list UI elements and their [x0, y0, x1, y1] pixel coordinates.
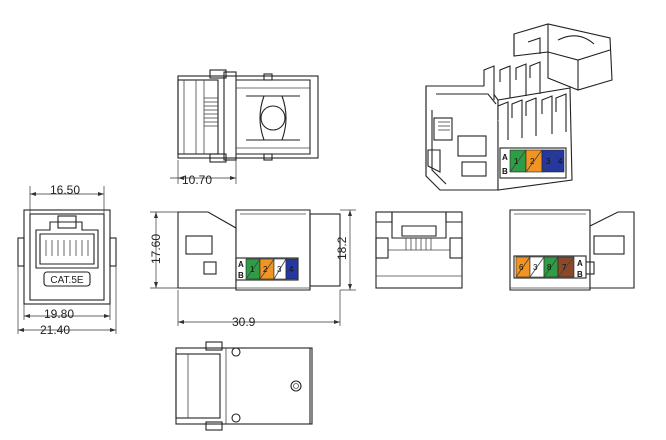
side-pin-4: 4 — [289, 265, 294, 274]
other-row-b-label: B — [577, 270, 583, 279]
side-pin-1: 1 — [250, 265, 255, 274]
other-pin-7: 7 — [562, 263, 567, 272]
iso-pin-3: 3 — [546, 157, 551, 166]
front-view-pins — [45, 240, 89, 256]
dim-19-80: 19.80 — [23, 304, 111, 321]
bottom-view — [175, 341, 313, 431]
dim-text-16-50: 16.50 — [50, 183, 80, 197]
other-row-a-label: A — [577, 259, 583, 268]
other-pin-8: 8 — [547, 263, 552, 272]
side-view: A B 1 2 3 4 — [177, 209, 341, 291]
dim-30-9: 30.9 — [177, 290, 341, 329]
dim-21-40: 21.40 — [17, 266, 117, 337]
side-pin-block: A B 1 2 3 4 — [235, 257, 299, 281]
dim-text-19-80: 19.80 — [44, 307, 74, 321]
top-view-teeth — [204, 97, 218, 127]
rear-view-wires — [405, 238, 432, 250]
dim-10-70: 10.70 — [170, 160, 237, 187]
iso-row-b-label: B — [502, 167, 508, 176]
side-color-blue — [285, 258, 299, 280]
iso-color-blue — [541, 149, 565, 173]
other-pin-block: 6 3 8 7 A B — [513, 255, 587, 279]
iso-pin-block: A B 1 2 3 4 — [499, 147, 567, 179]
other-side-view: 6 3 8 7 A B — [509, 209, 635, 291]
side-pin-2: 2 — [263, 265, 268, 274]
dim-16-50: 16.50 — [29, 183, 105, 214]
dim-text-30-9: 30.9 — [232, 315, 256, 329]
top-view — [177, 69, 319, 163]
dim-text-18-2: 18.2 — [335, 236, 349, 260]
iso-pin-2: 2 — [530, 157, 535, 166]
side-row-b-label: B — [238, 271, 244, 280]
iso-pin-4: 4 — [558, 157, 563, 166]
iso-pin-1: 1 — [514, 157, 519, 166]
front-view: CAT.5E — [17, 209, 117, 305]
dim-text-21-40: 21.40 — [40, 323, 70, 337]
dim-17-60: 17.60 — [149, 211, 178, 289]
iso-cap — [513, 23, 613, 91]
dim-text-10-70: 10.70 — [182, 173, 212, 187]
iso-towers — [483, 61, 567, 140]
isometric-view: A B 1 2 3 4 — [425, 23, 613, 191]
iso-row-a-label: A — [502, 153, 508, 162]
side-pin-3: 3 — [277, 265, 282, 274]
dim-18-2: 18.2 — [335, 209, 356, 291]
cat-label: CAT.5E — [50, 275, 83, 286]
rear-view — [375, 211, 463, 289]
other-pin-6: 6 — [519, 263, 524, 272]
other-pin-3: 3 — [533, 263, 538, 272]
dim-text-17-60: 17.60 — [149, 234, 163, 264]
side-row-a-label: A — [238, 260, 244, 269]
